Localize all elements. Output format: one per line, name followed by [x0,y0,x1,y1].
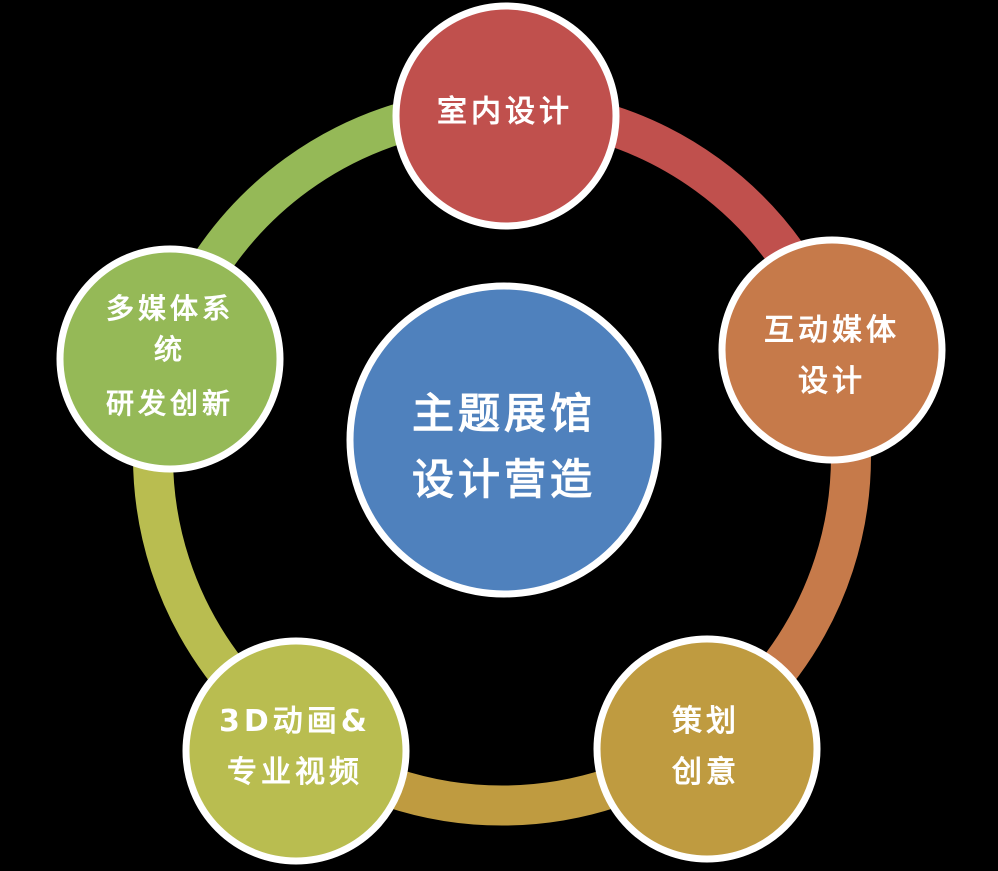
node-label-interior-design: 室内设计 [437,87,573,138]
node-circle-multimedia-system-rd [56,245,284,473]
node-label-interactive-media: 互动媒体 设计 [764,305,900,407]
node-label-multimedia-line-3: 研发创新 [105,387,235,420]
node-circle-animation-video [182,637,410,865]
node-label-multimedia-line-2: 统 [153,333,187,366]
center-label: 主题展馆 设计营造 [412,381,596,513]
node-label-planning-creativity-line-1: 策划 [672,704,740,739]
node-label-animation-video-line-1: 3D动画& [219,704,371,739]
node-label-interior-design-line-1: 室内设计 [437,94,573,130]
node-label-planning-creativity: 策划 创意 [672,696,740,798]
node-circle-interior-design [392,2,620,230]
node-label-planning-creativity-line-2: 创意 [672,755,740,790]
node-label-interactive-media-line-1: 互动媒体 [764,313,900,348]
node-label-interactive-media-line-2: 设计 [798,364,866,399]
center-label-line-1: 主题展馆 [411,389,597,438]
node-circle-interactive-media [718,236,946,464]
center-label-line-2: 设计营造 [411,455,597,504]
node-circle-planning-creativity [593,635,821,863]
node-label-multimedia-line-1: 多媒体系 [105,292,235,325]
center-circle [346,282,662,598]
node-label-animation-video: 3D动画& 专业视频 [219,696,371,798]
node-label-multimedia-system-rd: 多媒体系 统 研发创新 [106,288,234,424]
node-label-animation-video-line-2: 专业视频 [226,755,363,790]
